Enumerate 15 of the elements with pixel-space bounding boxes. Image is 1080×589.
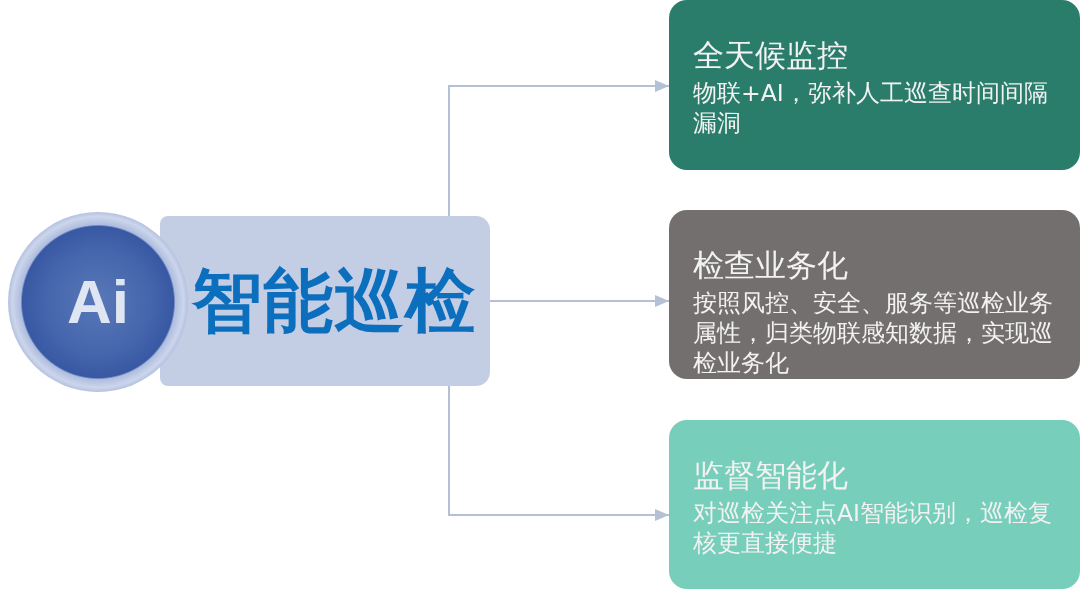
card-description: 物联+AI，弥补人工巡查时间间隔漏洞: [693, 78, 1049, 138]
feature-card: [669, 0, 1080, 170]
feature-card: [669, 420, 1080, 589]
card-description: 对巡检关注点AI智能识别，巡检复核更直接便捷: [693, 498, 1053, 558]
main-title: 智能巡检: [192, 262, 476, 340]
connector-arrow: [489, 295, 670, 307]
connector-arrow: [448, 80, 670, 217]
feature-card: [669, 210, 1080, 379]
connector-arrow: [448, 385, 670, 521]
card-title: 全天候监控: [693, 36, 848, 74]
circle-label: Ai: [67, 271, 129, 333]
card-description: 按照风控、安全、服务等巡检业务属性，归类物联感知数据，实现巡检业务化: [693, 288, 1054, 378]
card-title: 监督智能化: [693, 456, 848, 494]
card-title: 检查业务化: [693, 246, 848, 284]
title-band: [160, 216, 490, 386]
